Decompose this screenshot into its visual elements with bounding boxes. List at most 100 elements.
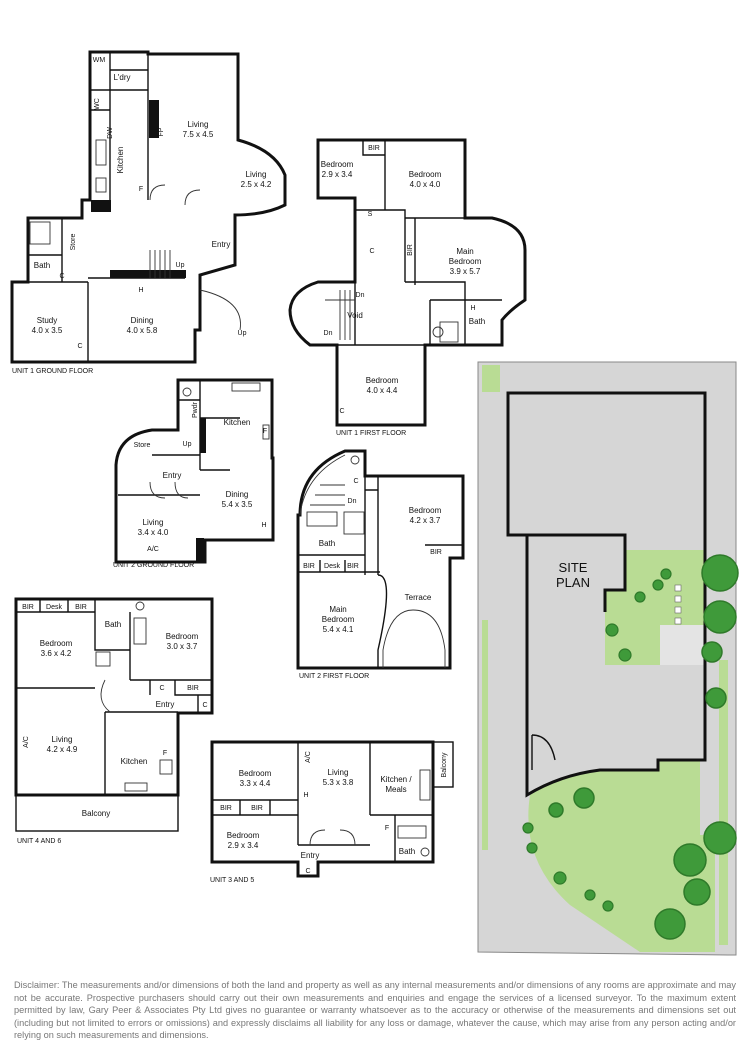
u2g-ac-label: A/C — [147, 546, 159, 553]
u2g-dining-name: Dining — [226, 490, 249, 499]
u2f-bir2-label: BIR — [303, 563, 315, 570]
unit35-caption: UNIT 3 AND 5 — [210, 877, 254, 884]
u1f-main-name2: Bedroom — [449, 257, 482, 266]
u1f-bir1-label: BIR — [368, 145, 380, 152]
paved-area — [660, 625, 705, 665]
u35-bed2-dim: 2.9 x 3.4 — [228, 841, 259, 850]
u1f-bir2-label: BIR — [407, 244, 414, 256]
u35-c-label: C — [305, 868, 310, 875]
cupboard2-label: C — [77, 343, 82, 350]
bath-label: Bath — [34, 261, 50, 270]
living1-dim: 7.5 x 4.5 — [183, 130, 214, 139]
u2f-bed-dim: 4.2 x 3.7 — [410, 516, 441, 525]
u46-bir1-label: BIR — [22, 604, 34, 611]
u46-c2-label: C — [202, 702, 207, 709]
lawn-strip — [482, 365, 500, 392]
u46-bed2-name: Bedroom — [166, 632, 199, 641]
store-label: Store — [70, 234, 77, 251]
u35-bed2-name: Bedroom — [227, 831, 260, 840]
u46-entry-label: Entry — [156, 700, 175, 709]
u35-fridge-label: F — [385, 825, 389, 832]
u35-kitchen-name: Kitchen / — [380, 775, 412, 784]
u1f-h-label: H — [470, 305, 475, 312]
lawn-strip-left — [482, 620, 488, 850]
site-plan-label-line2: PLAN — [556, 575, 590, 590]
u2g-up-label: Up — [183, 441, 192, 448]
u2f-main-dim: 5.4 x 4.1 — [323, 625, 354, 634]
unit1-ground-caption: UNIT 1 GROUND FLOOR — [12, 368, 93, 375]
living1-name: Living — [188, 120, 209, 129]
u2f-desk-label: Desk — [324, 563, 340, 570]
study-name: Study — [37, 316, 57, 325]
kitchen-label: Kitchen — [116, 147, 125, 174]
u2f-bir3-label: BIR — [347, 563, 359, 570]
u1f-main-name: Main — [456, 247, 473, 256]
u1f-bed3-name: Bedroom — [366, 376, 399, 385]
u46-bed1-dim: 3.6 x 4.2 — [41, 649, 72, 658]
u46-c1-label: C — [159, 685, 164, 692]
u1f-c2-label: C — [339, 408, 344, 415]
stair-up2-label: Up — [238, 330, 247, 337]
wc-label: WC — [94, 98, 101, 110]
unit3-and-5-plan: Bedroom 3.3 x 4.4 A/C Living 5.3 x 3.8 K… — [210, 740, 454, 884]
u46-living-dim: 4.2 x 4.9 — [47, 745, 78, 754]
wm-label: WM — [93, 57, 106, 64]
u46-balcony-label: Balcony — [82, 809, 110, 818]
unit2-ground-floor-plan: Pwdr Kitchen F Store Up Entry Dining 5.4… — [113, 378, 275, 569]
u46-kitchen-label: Kitchen — [121, 757, 148, 766]
u1f-dn1-label: Dn — [356, 292, 365, 299]
u35-bir2-label: BIR — [251, 805, 263, 812]
lawn-main — [528, 760, 715, 952]
u2g-dining-dim: 5.4 x 3.5 — [222, 500, 253, 509]
u2f-main-name: Main — [329, 605, 346, 614]
unit4-and-6-plan: BIR Desk BIR Bath Bedroom 3.6 x 4.2 Bedr… — [14, 597, 214, 845]
dw-label: DW — [107, 127, 114, 139]
unit2-first-floor-plan: C Dn Bedroom 4.2 x 3.7 Bath BIR BIR Desk… — [296, 449, 465, 680]
u2g-living-name: Living — [143, 518, 164, 527]
u2f-c-label: C — [353, 478, 358, 485]
u2f-main-name2: Bedroom — [322, 615, 355, 624]
u46-bed1-name: Bedroom — [40, 639, 73, 648]
cupboard1-label: C — [59, 273, 64, 280]
u35-living-name: Living — [328, 768, 349, 777]
u2g-kitchen-label: Kitchen — [224, 418, 251, 427]
u46-ac-label: A/C — [23, 736, 30, 748]
u2f-dn-label: Dn — [348, 498, 357, 505]
u1f-bath-label: Bath — [469, 317, 485, 326]
living2-name: Living — [246, 170, 267, 179]
u2g-fridge-label: F — [263, 428, 267, 435]
u35-ac-label: A/C — [305, 751, 312, 763]
u2f-bath-label: Bath — [319, 539, 335, 548]
u46-fridge-label: F — [163, 750, 167, 757]
u35-kitchen-name2: Meals — [385, 785, 406, 794]
stair-up1-label: Up — [176, 262, 185, 269]
u1f-void-label: Void — [347, 311, 363, 320]
site-plan: SITE PLAN — [477, 361, 739, 956]
unit2-ground-caption: UNIT 2 GROUND FLOOR — [113, 562, 194, 569]
unit1-first-floor-plan: BIR Bedroom 2.9 x 3.4 Bedroom 4.0 x 4.0 … — [288, 138, 527, 437]
lawn-strip-right — [719, 660, 728, 945]
dining-name: Dining — [131, 316, 154, 325]
fp-label: FP — [158, 127, 165, 136]
u1f-dn2-label: Dn — [324, 330, 333, 337]
u35-bir1-label: BIR — [220, 805, 232, 812]
u1f-bed3-dim: 4.0 x 4.4 — [367, 386, 398, 395]
u1f-c-label: C — [369, 248, 374, 255]
u1f-main-dim: 3.9 x 5.7 — [450, 267, 481, 276]
u35-balcony-label: Balcony — [441, 752, 448, 777]
u35-entry-label: Entry — [301, 851, 320, 860]
laundry-label: L'dry — [113, 73, 130, 82]
u35-bed1-dim: 3.3 x 4.4 — [240, 779, 271, 788]
u46-bir2-label: BIR — [75, 604, 87, 611]
dining-dim: 4.0 x 5.8 — [127, 326, 158, 335]
u2g-store-label: Store — [134, 442, 151, 449]
u35-bath-label: Bath — [399, 847, 415, 856]
u1f-s-label: S — [368, 211, 373, 218]
u1f-bed1-name: Bedroom — [321, 160, 354, 169]
unit1-first-caption: UNIT 1 FIRST FLOOR — [336, 430, 406, 437]
unit2-first-caption: UNIT 2 FIRST FLOOR — [299, 673, 369, 680]
u2f-terrace-label: Terrace — [405, 593, 432, 602]
disclaimer-text: Disclaimer: The measurements and/or dime… — [14, 980, 736, 1041]
u1f-bed2-dim: 4.0 x 4.0 — [410, 180, 441, 189]
